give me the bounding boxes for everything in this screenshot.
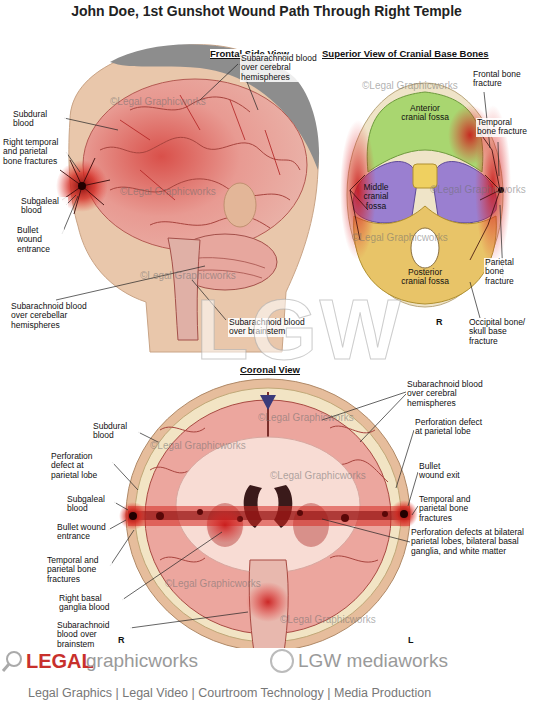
footer-text: Legal Graphics | Legal Video | Courtroom…	[28, 687, 431, 701]
callout-label: Subarachnoid blood over cerebral hemisph…	[240, 54, 320, 82]
callout-label: Occipital bone/ skull base fracture	[468, 318, 530, 346]
footer-band	[0, 648, 533, 711]
callout-label: Temporal and parietal bone fractures	[46, 556, 112, 584]
callout-label: Perforation defects at bilateral parieta…	[410, 528, 528, 556]
callout-label: Subgaleal blood	[66, 495, 116, 514]
callout-label: Frontal bone fracture	[472, 70, 522, 89]
watermark: ©Legal Graphicworks	[120, 186, 216, 197]
watermark: ©Legal Graphicworks	[270, 470, 366, 481]
logo-text: LGW mediaworks	[298, 651, 448, 672]
callout-label: Perforation defect at parietal lobe	[414, 418, 486, 437]
callout-label: Perforation defect at parietal lobe	[50, 452, 114, 480]
watermark: ©Legal Graphicworks	[140, 270, 236, 281]
watermark: ©Legal Graphicworks	[280, 614, 376, 625]
view-heading: Superior View of Cranial Base Bones	[322, 49, 489, 59]
callout-label: Right temporal and parietal bone fractur…	[2, 138, 68, 166]
logo-text: LEGAL	[26, 650, 94, 672]
callout-label: Bullet wound exit	[418, 462, 468, 481]
watermark: ©Legal Graphicworks	[352, 232, 448, 243]
watermark: ©Legal Graphicworks	[110, 96, 206, 107]
callout-label: Bullet wound entrance	[56, 523, 110, 542]
callout-label: Subarachnoid blood over cerebellar hemis…	[10, 302, 96, 330]
callout-label: Parietal bone fracture	[484, 258, 530, 286]
watermark: ©Legal Graphicworks	[258, 412, 354, 423]
callout-label: Subdural blood	[12, 110, 66, 129]
magnifier-icon	[3, 652, 21, 671]
callout-label: Right basal ganglia blood	[58, 594, 124, 613]
region-label: Anterior cranial fossa	[400, 104, 450, 123]
watermark: ©Legal Graphicworks	[362, 80, 458, 91]
region-label: Posterior cranial fossa	[398, 268, 452, 287]
callout-label: Temporal bone fracture	[476, 118, 530, 137]
callout-label: Subgaleal blood	[20, 197, 68, 216]
side-marker: R	[436, 318, 443, 328]
callout-label: Subarachnoid blood over cerebral hemisph…	[406, 380, 492, 408]
region-label: Middle cranial fossa	[353, 183, 399, 211]
logo-ring	[271, 650, 293, 672]
side-marker: L	[408, 636, 414, 646]
side-marker: R	[118, 636, 125, 646]
page-title: John Doe, 1st Gunshot Wound Path Through…	[71, 4, 462, 19]
watermark-logo: LGW	[196, 282, 403, 377]
callout-label: Bullet wound entrance	[16, 226, 64, 254]
watermark: ©Legal Graphicworks	[165, 578, 261, 589]
callout-label: Temporal and parietal bone fractures	[418, 495, 484, 523]
watermark: ©Legal Graphicworks	[150, 440, 246, 451]
logo-text: graphicworks	[86, 651, 198, 672]
coronal-section-illustration	[119, 379, 418, 652]
callout-label: Subdural blood	[92, 422, 140, 441]
watermark: ©Legal Graphicworks	[430, 184, 526, 195]
